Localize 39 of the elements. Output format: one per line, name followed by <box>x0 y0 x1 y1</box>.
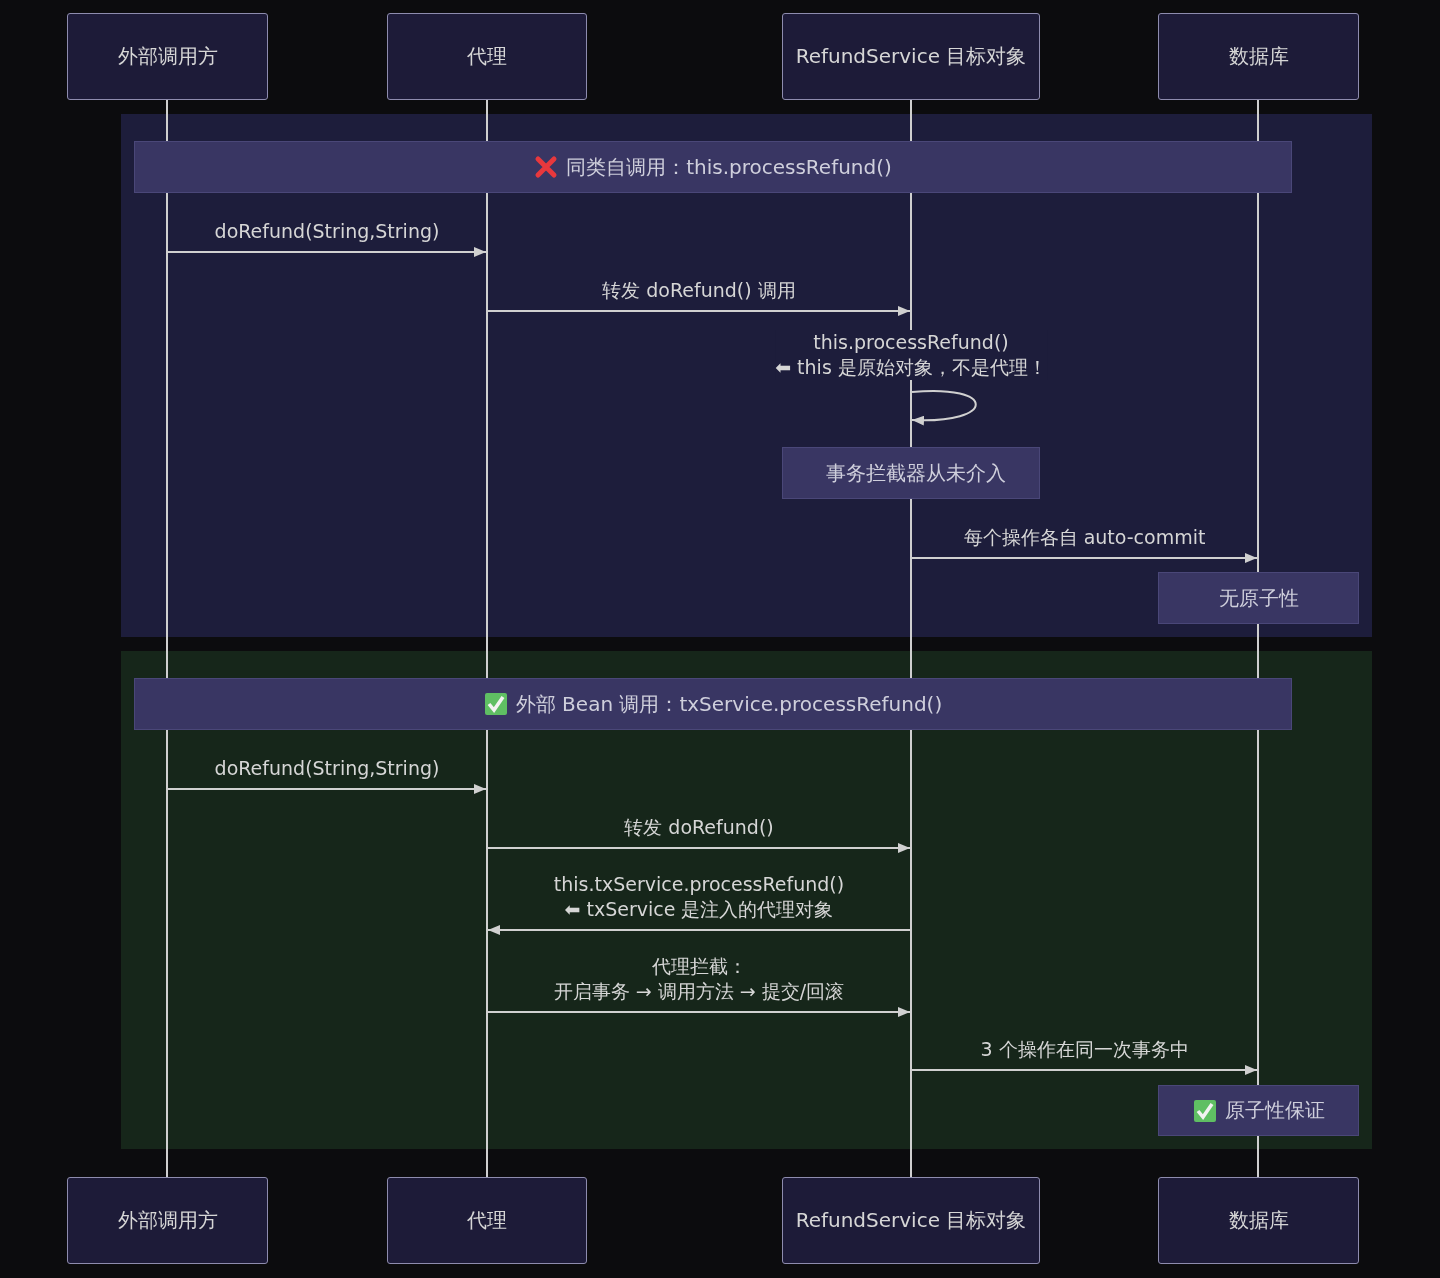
note-box <box>134 141 1292 193</box>
actor-box: RefundService 目标对象 <box>782 13 1040 100</box>
message-arrow <box>167 784 487 794</box>
lifeline <box>486 100 488 1177</box>
note-text: 事务拦截器从未介入 <box>826 459 1006 487</box>
message-arrow <box>911 553 1258 563</box>
actor-box: 数据库 <box>1158 13 1359 100</box>
edge-label: doRefund(String,String) <box>214 219 440 244</box>
actor-box: 数据库 <box>1158 1177 1359 1264</box>
message-arrow <box>911 1065 1258 1075</box>
message-arrow <box>487 306 911 316</box>
message-arrow <box>487 1007 911 1017</box>
message-arrow <box>487 843 911 853</box>
edge-label: 3 个操作在同一次事务中 <box>980 1037 1189 1062</box>
message-arrow <box>911 389 977 426</box>
message-arrow <box>167 247 487 257</box>
note-box <box>1158 572 1359 624</box>
edge-label: 每个操作各自 auto-commit <box>963 525 1206 550</box>
note-text: 无原子性 <box>1218 584 1299 612</box>
note-box <box>782 447 1040 499</box>
edge-label: 转发 doRefund() <box>624 815 774 840</box>
actor-box: 代理 <box>387 13 587 100</box>
lifeline <box>166 100 168 1177</box>
actor-box: RefundService 目标对象 <box>782 1177 1040 1264</box>
group-background <box>121 651 1372 1149</box>
note-box <box>134 678 1292 730</box>
edge-label: this.txService.processRefund() ⬅ txService 是注入的代理对象 <box>553 872 845 922</box>
edge-label: doRefund(String,String) <box>214 756 440 781</box>
edge-label: 代理拦截：开启事务 → 调用方法 → 提交/回滚 <box>553 954 845 1004</box>
actor-box: 代理 <box>387 1177 587 1264</box>
edge-label: 转发 doRefund() 调用 <box>602 278 796 303</box>
group-background <box>121 114 1372 637</box>
note-box <box>1158 1085 1359 1136</box>
actor-box: 外部调用方 <box>67 1177 268 1264</box>
note-text: 外部 Bean 调用：txService.processRefund() <box>515 690 943 718</box>
note-text: 原子性保证 <box>1224 1097 1325 1124</box>
message-arrow <box>487 925 911 935</box>
actor-box: 外部调用方 <box>67 13 268 100</box>
note-text: 同类自调用：this.processRefund() <box>566 153 892 181</box>
